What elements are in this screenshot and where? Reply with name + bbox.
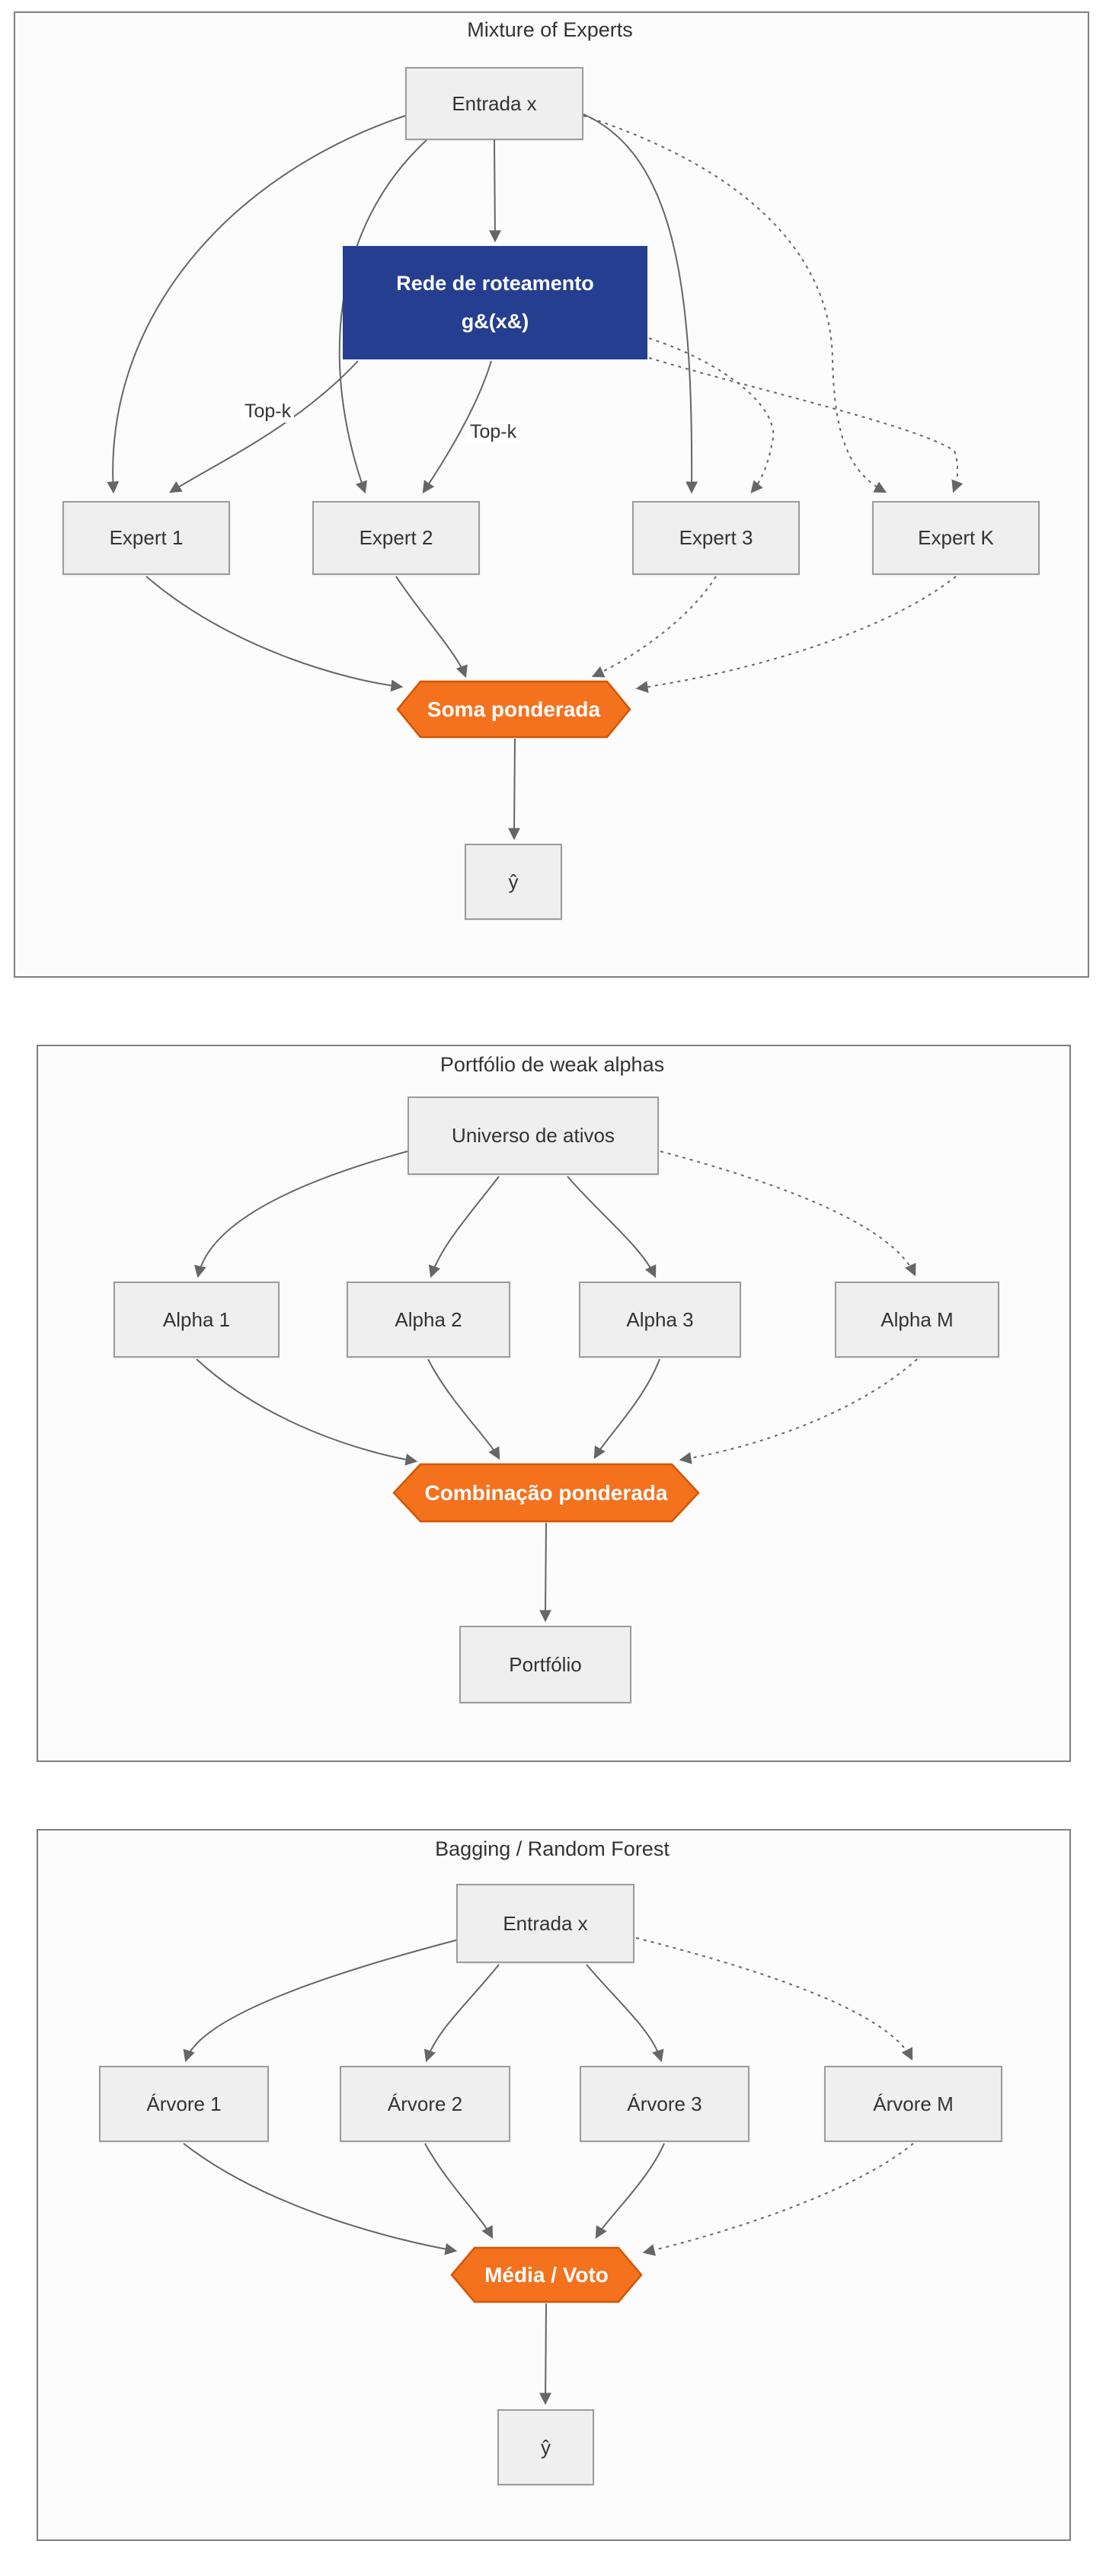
node-entrada-x-3: Entrada x xyxy=(456,1884,634,1963)
node-expert-3: Expert 3 xyxy=(632,501,800,575)
node-alpha-3: Alpha 3 xyxy=(579,1282,741,1358)
node-arvore-3: Árvore 3 xyxy=(580,2066,749,2142)
node-expert-2: Expert 2 xyxy=(312,501,480,575)
router-label-line1: Rede de roteamento xyxy=(396,271,594,295)
node-alpha-m: Alpha M xyxy=(835,1282,999,1358)
panel-mixture-of-experts xyxy=(14,11,1089,978)
node-yhat-1: ŷ xyxy=(465,844,562,920)
node-expert-1: Expert 1 xyxy=(62,501,230,575)
soma-ponderada-hexagon xyxy=(396,680,631,739)
label-combinacao-ponderada: Combinação ponderada xyxy=(424,1480,668,1505)
edge-label-topk-2: Top-k xyxy=(467,421,520,443)
node-alpha-1: Alpha 1 xyxy=(113,1282,280,1358)
node-portfolio: Portfólio xyxy=(459,1626,631,1703)
node-entrada-x-1: Entrada x xyxy=(405,67,583,140)
edge-label-topk-1: Top-k xyxy=(241,401,295,423)
node-universo-de-ativos: Universo de ativos xyxy=(407,1096,659,1175)
node-expert-k: Expert K xyxy=(872,501,1040,575)
label-soma-ponderada: Soma ponderada xyxy=(427,697,601,721)
node-arvore-1: Árvore 1 xyxy=(99,2066,269,2142)
label-media-voto: Média / Voto xyxy=(484,2262,609,2287)
diagram2-title: Portfólio de weak alphas xyxy=(439,1053,665,1076)
diagram1-title: Mixture of Experts xyxy=(467,18,633,41)
combinacao-ponderada-hexagon xyxy=(392,1463,700,1523)
node-yhat-3: ŷ xyxy=(497,2409,594,2485)
node-alpha-2: Alpha 2 xyxy=(347,1282,510,1358)
media-voto-hexagon xyxy=(450,2246,643,2303)
node-arvore-2: Árvore 2 xyxy=(340,2066,510,2142)
diagram3-title: Bagging / Random Forest xyxy=(435,1837,670,1860)
node-rede-roteamento: Rede de roteamento g&(x&) xyxy=(343,246,647,359)
router-label-line2: g&(x&) xyxy=(461,309,529,333)
node-arvore-m: Árvore M xyxy=(824,2066,1002,2142)
